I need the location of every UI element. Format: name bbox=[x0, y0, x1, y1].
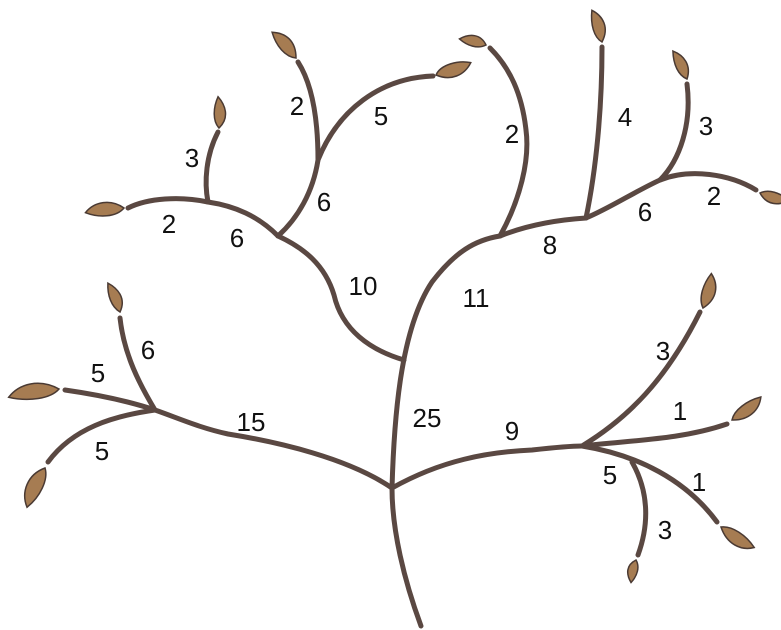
left-lower-branch bbox=[152, 407, 395, 491]
weight-label-right-lower-sub-end: 3 bbox=[658, 515, 672, 545]
leaf-icon bbox=[758, 190, 781, 205]
leaf-icon bbox=[84, 201, 126, 217]
right-upper-main-branch bbox=[583, 177, 663, 221]
leaf-icon bbox=[271, 31, 297, 59]
weight-label-upper-left-up: 3 bbox=[185, 143, 199, 173]
weight-label-left-lower-mid: 5 bbox=[91, 358, 105, 388]
upper-mid-left-branch bbox=[295, 59, 321, 163]
weight-label-left-lower-up: 6 bbox=[141, 335, 155, 365]
right-lower-mid-branch bbox=[579, 421, 730, 449]
weight-label-right-lower: 9 bbox=[505, 416, 519, 446]
right-lower-sub-branch bbox=[629, 459, 649, 558]
right-upper-up-branch bbox=[657, 81, 691, 183]
main-stem-branch bbox=[389, 233, 503, 491]
left-lower-low-branch bbox=[45, 407, 158, 465]
weight-label-center-left: 10 bbox=[349, 271, 378, 301]
leaf-icon bbox=[700, 272, 717, 310]
leaf-icon bbox=[213, 95, 227, 130]
weight-label-right-upper-end: 2 bbox=[707, 181, 721, 211]
right-upper-branch bbox=[497, 215, 589, 239]
right-upper-end-branch bbox=[657, 171, 759, 193]
right-lower-down-branch bbox=[579, 443, 720, 525]
leaf-icon bbox=[107, 281, 123, 314]
weight-label-left-lower-low: 5 bbox=[95, 436, 109, 466]
upper-left-up-branch bbox=[203, 129, 221, 205]
weight-label-right-lower-down: 1 bbox=[692, 467, 706, 497]
leaf-icon bbox=[731, 396, 762, 421]
leaf-icon bbox=[7, 382, 61, 401]
weight-label-upper-mid: 6 bbox=[317, 187, 331, 217]
upper-mid-branch bbox=[275, 157, 321, 239]
upper-mid-right-branch bbox=[315, 73, 436, 163]
weight-label-right-upper-up: 3 bbox=[699, 111, 713, 141]
weight-label-left-lower: 15 bbox=[237, 407, 266, 437]
weight-label-right-upper-main: 6 bbox=[638, 197, 652, 227]
leaf-icon bbox=[24, 467, 47, 509]
weight-label-upper-left-main: 6 bbox=[230, 223, 244, 253]
right-lower-up-branch bbox=[579, 309, 703, 449]
right-lower-branch bbox=[389, 443, 585, 491]
left-lower-up-branch bbox=[117, 315, 158, 413]
weight-label-center-top: 2 bbox=[505, 119, 519, 149]
right-upper-vert-branch bbox=[583, 44, 605, 221]
leaf-icon bbox=[590, 9, 606, 44]
weight-label-right-upper: 8 bbox=[543, 230, 557, 260]
center-left-branch bbox=[275, 233, 407, 363]
weight-labels: 25 15 6 5 5 10 6 2 3 6 2 5 11 2 8 4 6 3 … bbox=[91, 91, 721, 545]
branches bbox=[45, 44, 759, 629]
leaves bbox=[7, 9, 781, 584]
weight-label-right-lower-mid: 1 bbox=[673, 396, 687, 426]
weight-label-right-lower-up: 3 bbox=[656, 336, 670, 366]
weight-label-upper-mid-left: 2 bbox=[290, 91, 304, 121]
weight-label-right-upper-vert: 4 bbox=[618, 102, 632, 132]
center-top-branch bbox=[487, 45, 530, 239]
upper-left-twig-branch bbox=[125, 196, 211, 211]
weight-label-center-right: 11 bbox=[463, 283, 490, 313]
leaf-icon bbox=[672, 49, 690, 80]
weight-label-trunk: 25 bbox=[413, 403, 442, 433]
leaf-icon bbox=[719, 526, 756, 550]
leaf-icon bbox=[626, 559, 639, 584]
weight-label-upper-mid-right: 5 bbox=[374, 101, 388, 131]
leaf-icon bbox=[435, 61, 472, 79]
weight-label-right-lower-sub: 5 bbox=[603, 460, 617, 490]
trunk-branch bbox=[389, 485, 424, 629]
weight-label-upper-left-twig: 2 bbox=[162, 209, 176, 239]
upper-left-main-branch bbox=[205, 199, 281, 239]
left-lower-mid-branch bbox=[62, 387, 158, 413]
leaf-icon bbox=[458, 34, 487, 48]
